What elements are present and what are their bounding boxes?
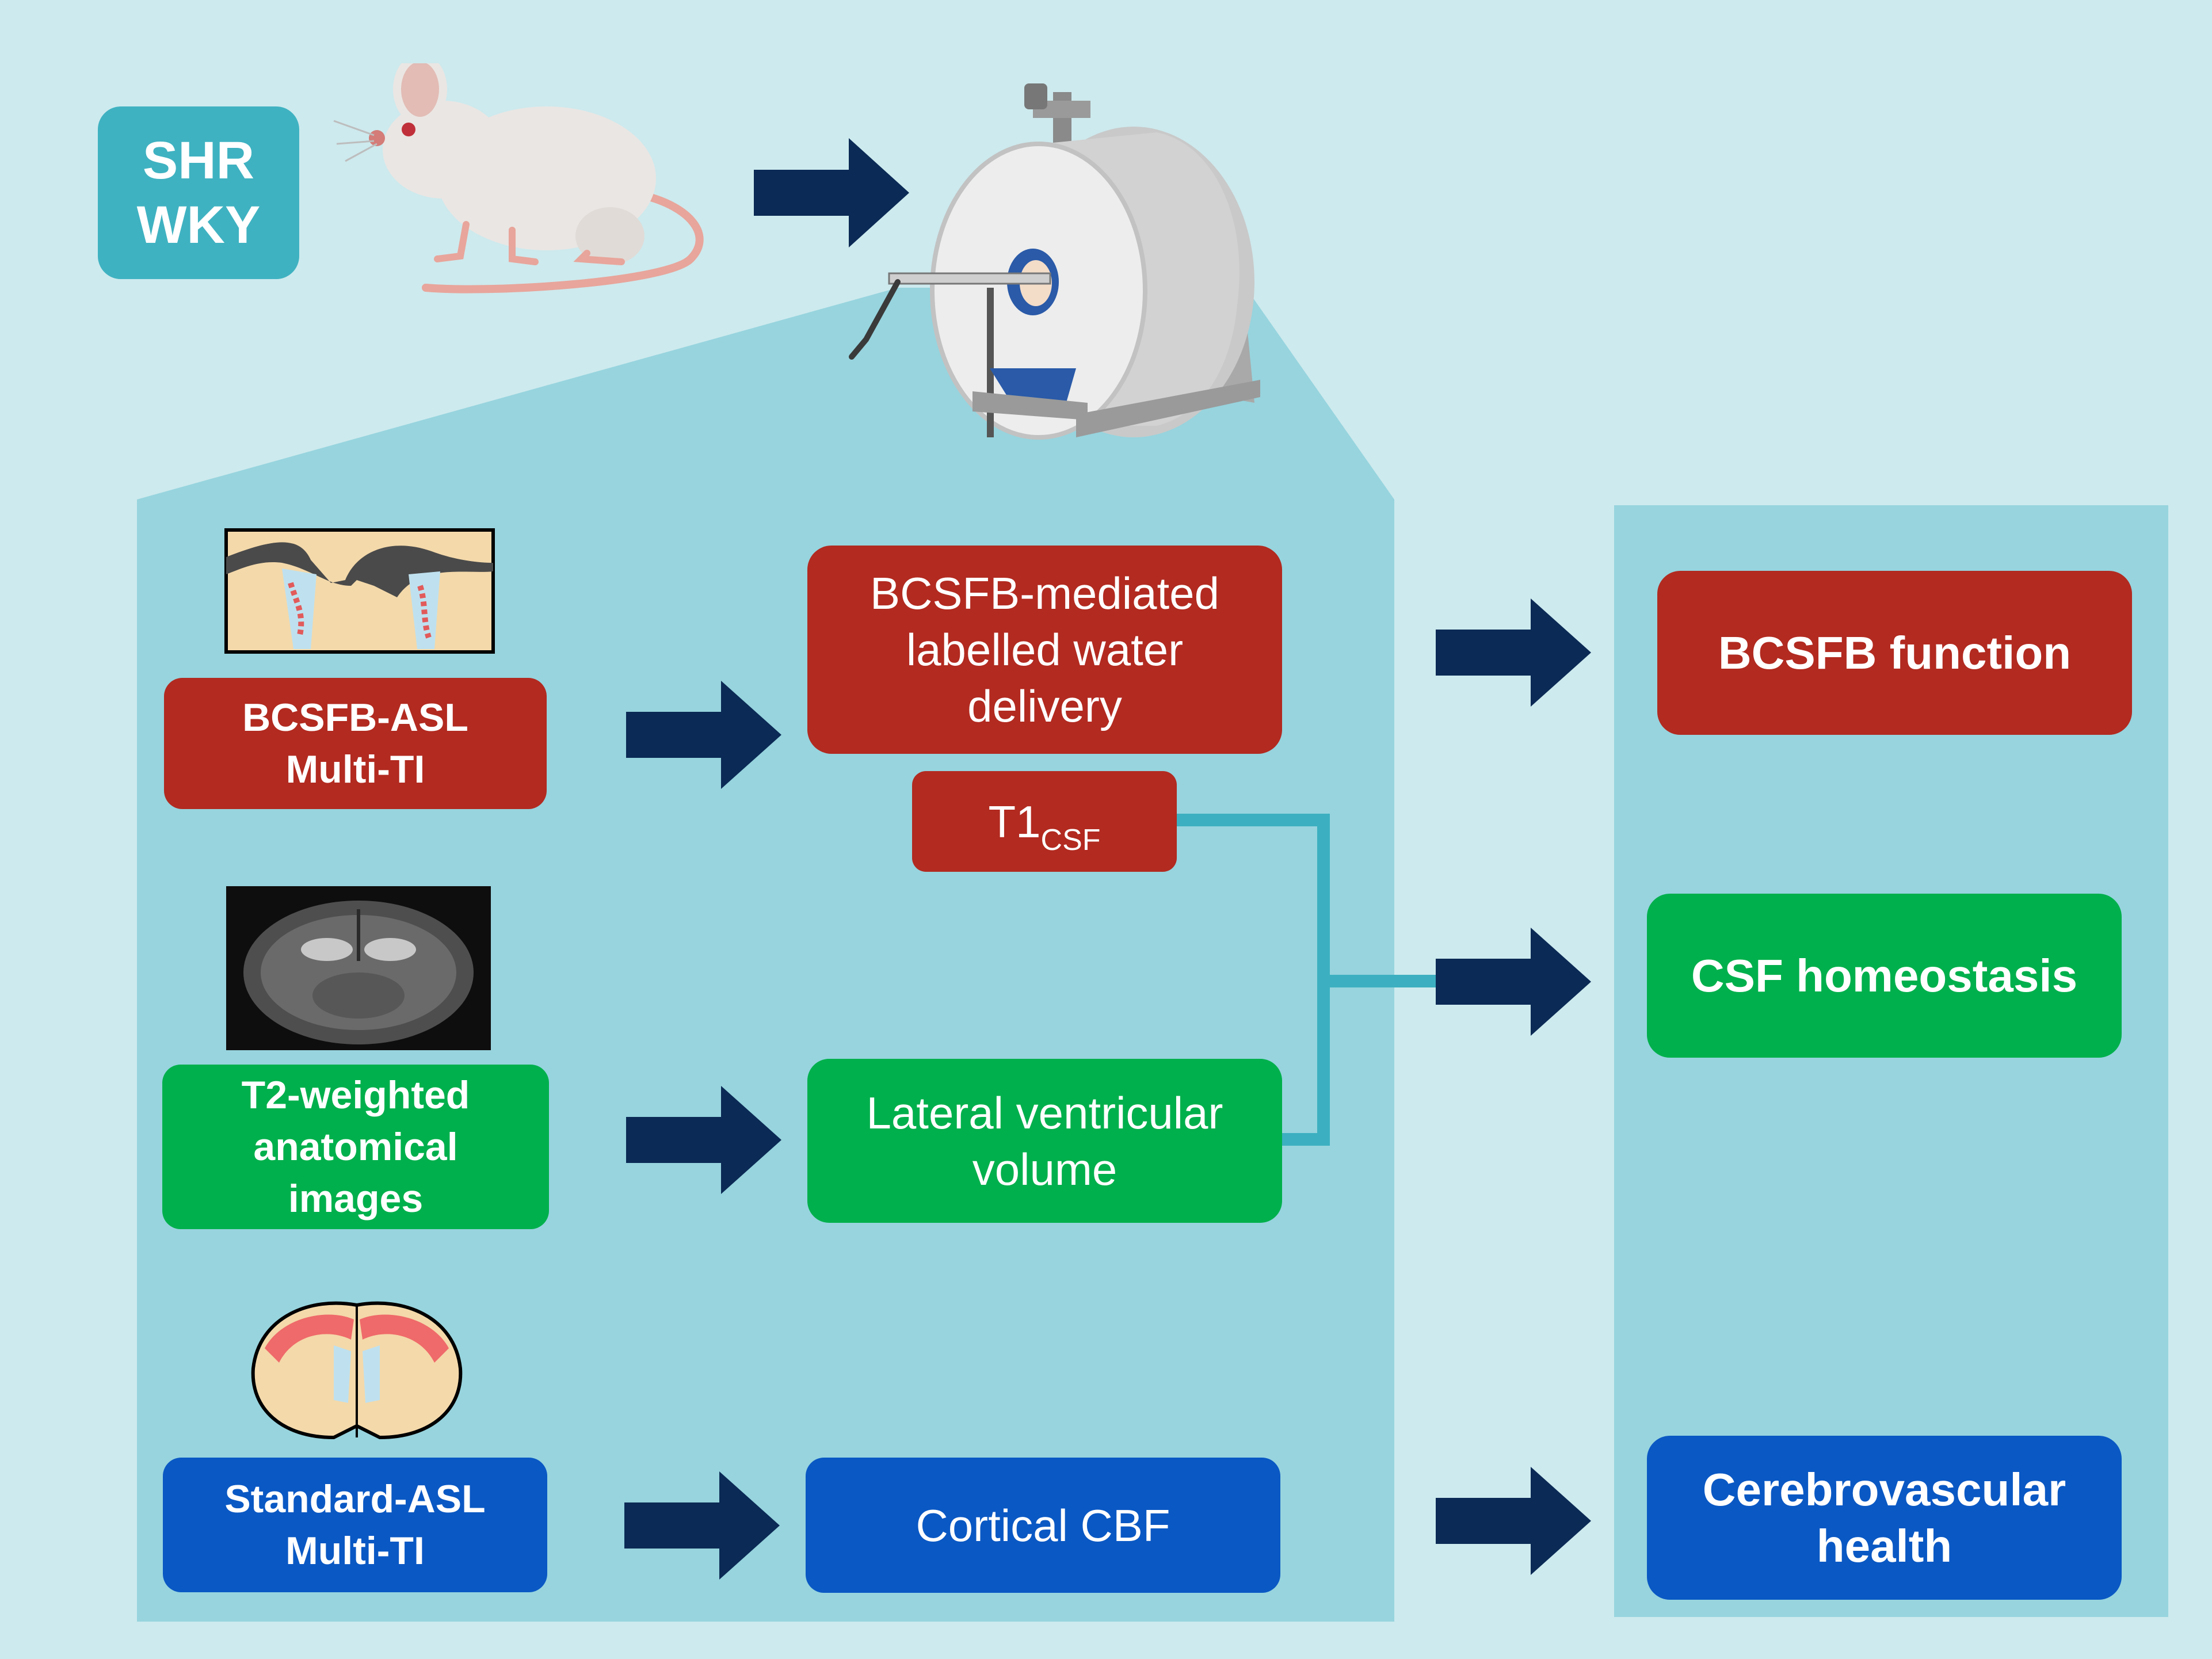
outcome-cerebrovascular-health: Cerebrovascular health xyxy=(1647,1436,2122,1600)
method-t2-weighted: T2-weighted anatomical images xyxy=(162,1065,549,1229)
method-standard-asl: Standard-ASL Multi-TI xyxy=(163,1458,547,1592)
t1-subscript: CSF xyxy=(1040,823,1101,857)
measure-bcsfb-delivery: BCSFB-mediated labelled water delivery xyxy=(807,546,1282,754)
rat-illustration xyxy=(333,63,704,293)
arrow-to-scanner xyxy=(754,138,909,247)
measure-t1-csf: T1CSF xyxy=(912,771,1177,872)
measure-ventricular-volume: Lateral ventricular volume xyxy=(807,1059,1282,1223)
method-bcsfb-asl: BCSFB-ASL Multi-TI xyxy=(164,678,547,809)
outcome-csf-homeostasis: CSF homeostasis xyxy=(1647,894,2122,1058)
strain-label: SHR WKY xyxy=(98,106,299,279)
choroid-plexus-thumbnail xyxy=(224,528,495,654)
arrow-std-to-cbf xyxy=(624,1471,780,1580)
connector-line xyxy=(1174,814,1441,1146)
arrow-bcsfb-to-delivery xyxy=(626,681,781,789)
t2-mri-thumbnail xyxy=(226,886,491,1050)
measure-cortical-cbf: Cortical CBF xyxy=(806,1458,1280,1593)
arrow-t2-to-ventricular xyxy=(626,1086,781,1194)
arrow-to-bcsfb-function xyxy=(1436,598,1591,707)
mri-scanner-illustration xyxy=(849,83,1260,440)
cortical-perfusion-thumbnail xyxy=(251,1301,463,1440)
arrow-to-csf-homeostasis xyxy=(1436,928,1591,1036)
arrow-to-cerebrovascular xyxy=(1436,1467,1591,1575)
outcome-bcsfb-function: BCSFB function xyxy=(1657,571,2132,735)
